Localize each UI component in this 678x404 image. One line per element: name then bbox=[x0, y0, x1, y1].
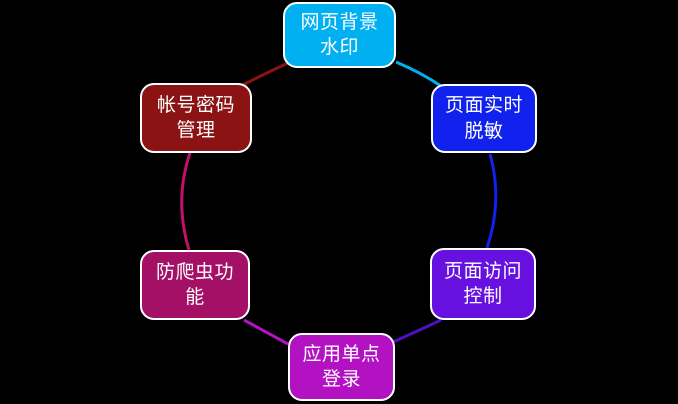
node-desensitize[interactable]: 页面实时 脱敏 bbox=[431, 84, 537, 153]
node-watermark-label: 网页背景 水印 bbox=[300, 10, 379, 58]
connector-watermark-to-desensitize bbox=[395, 60, 442, 88]
connector-anticrawler-to-account bbox=[180, 152, 192, 251]
connector-account-to-watermark bbox=[242, 61, 289, 87]
node-sso-label: 应用单点 登录 bbox=[302, 342, 381, 390]
connector-sso-to-anticrawler bbox=[243, 318, 289, 346]
connector-desensitize-to-access-control bbox=[485, 153, 498, 249]
node-account[interactable]: 帐号密码 管理 bbox=[140, 83, 252, 153]
node-anticrawler[interactable]: 防爬虫功 能 bbox=[140, 250, 250, 320]
node-watermark[interactable]: 网页背景 水印 bbox=[283, 2, 396, 68]
connector-access-control-to-sso bbox=[392, 318, 442, 344]
node-sso[interactable]: 应用单点 登录 bbox=[288, 333, 395, 401]
node-desensitize-label: 页面实时 脱敏 bbox=[444, 94, 523, 142]
node-access-control-label: 页面访问 控制 bbox=[443, 259, 522, 307]
node-account-label: 帐号密码 管理 bbox=[156, 93, 235, 141]
node-access-control[interactable]: 页面访问 控制 bbox=[430, 248, 536, 320]
node-anticrawler-label: 防爬虫功 能 bbox=[155, 260, 234, 308]
